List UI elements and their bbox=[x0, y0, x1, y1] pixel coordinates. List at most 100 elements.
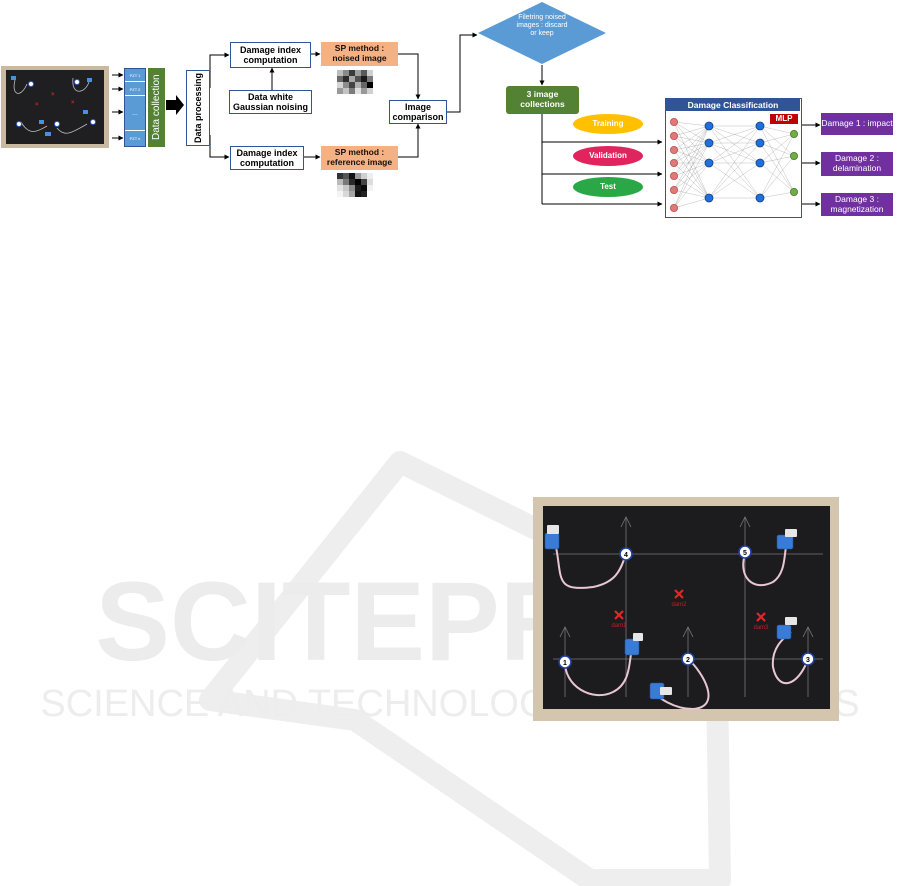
nn-edge bbox=[708, 125, 761, 144]
pzt-label-2: PZT 2 bbox=[125, 83, 145, 96]
damage-mark-label: dam2 bbox=[671, 602, 687, 608]
nn-edge bbox=[673, 125, 710, 209]
nn-edge bbox=[673, 121, 710, 144]
data-collection-label: Data collection bbox=[150, 74, 162, 141]
sensor-number: 3 bbox=[806, 657, 810, 664]
sensor-number: 5 bbox=[743, 550, 747, 557]
svg-text:×: × bbox=[51, 92, 55, 98]
nn-edge bbox=[673, 197, 710, 209]
nn-node bbox=[704, 158, 714, 168]
damage-mark-3: dam3 bbox=[753, 612, 769, 631]
sensor-1: 1 bbox=[558, 655, 572, 669]
nn-edge bbox=[673, 125, 710, 151]
nn-node bbox=[670, 186, 678, 195]
nn-edge bbox=[673, 121, 710, 164]
nn-edge bbox=[759, 142, 795, 157]
nn-edge bbox=[673, 162, 710, 177]
nn-edge bbox=[673, 125, 710, 137]
nn-edge bbox=[759, 125, 795, 135]
nn-node bbox=[755, 138, 765, 148]
reference-image-pixels bbox=[337, 173, 373, 197]
sensor-4: 4 bbox=[619, 547, 633, 561]
sp-reference-box: SP method : reference image bbox=[321, 146, 398, 170]
svg-text:×: × bbox=[35, 102, 39, 108]
nn-edge bbox=[673, 121, 710, 127]
nn-edge bbox=[673, 135, 710, 144]
nn-node bbox=[670, 131, 678, 140]
nn-edge bbox=[759, 133, 795, 199]
plate-photo: 1 2 3 4 5 dam1 dam2 dam3 bbox=[533, 497, 839, 721]
nn-node bbox=[755, 158, 765, 168]
output-damage2-label: Damage 2 : delamination bbox=[832, 153, 882, 173]
data-collection-box: Data collection bbox=[148, 68, 165, 147]
mlp-tag: MLP bbox=[770, 114, 798, 124]
pzt-label-1: PZT 1 bbox=[125, 69, 145, 82]
sensor-number: 2 bbox=[686, 657, 690, 664]
nn-node bbox=[670, 146, 678, 155]
arrow-sp-noised-to-compare bbox=[398, 53, 421, 100]
nn-edge bbox=[673, 149, 710, 199]
arrow-compare-to-filter bbox=[447, 32, 478, 113]
nn-edge bbox=[708, 125, 761, 199]
sp-noised-box: SP method : noised image bbox=[321, 42, 398, 66]
nn-edge bbox=[673, 142, 710, 177]
classification-title: Damage Classification bbox=[666, 99, 800, 111]
nn-node bbox=[755, 193, 765, 203]
nn-node bbox=[704, 138, 714, 148]
nn-edge bbox=[673, 149, 710, 164]
nn-node bbox=[790, 152, 799, 161]
nn-edge bbox=[673, 162, 710, 191]
data-processing-label: Data processing bbox=[192, 72, 203, 144]
filtering-label: Filetring noised images : discard or kee… bbox=[516, 14, 568, 38]
nn-edge bbox=[673, 125, 710, 177]
nn-edge bbox=[708, 162, 761, 199]
output-damage3: Damage 3 : magnetization bbox=[821, 193, 893, 216]
noised-image-pixels bbox=[337, 70, 373, 94]
damage-mark-2: dam2 bbox=[671, 589, 687, 608]
nn-edge bbox=[673, 135, 710, 164]
damage-mark-1: dam1 bbox=[611, 610, 627, 629]
output-damage1-label: Damage 1 : impact bbox=[821, 118, 893, 129]
sensor-3: 3 bbox=[801, 652, 815, 666]
output-damage2: Damage 2 : delamination bbox=[821, 152, 893, 176]
damage-index-bottom-box: Damage index computation bbox=[230, 146, 304, 170]
nn-edge bbox=[708, 142, 761, 164]
nn-edge bbox=[673, 142, 710, 191]
damage-mark-label: dam1 bbox=[611, 623, 627, 629]
sensor-2: 2 bbox=[681, 652, 695, 666]
nn-edge bbox=[759, 125, 795, 193]
data-processing-box: Data processing bbox=[186, 70, 210, 146]
damage-mark-label: dam3 bbox=[753, 625, 769, 631]
arrow-to-noising bbox=[209, 52, 230, 88]
nn-edge bbox=[708, 142, 761, 199]
filtering-diamond bbox=[478, 2, 606, 64]
nn-edge bbox=[759, 133, 795, 144]
test-pill: Test bbox=[573, 177, 643, 197]
nn-node bbox=[704, 193, 714, 203]
neural-network bbox=[670, 118, 799, 213]
thumbnail-photo: ××× bbox=[1, 66, 109, 148]
pzt-column: PZT 1 PZT 2 … PZT n bbox=[124, 68, 146, 147]
nn-edge bbox=[673, 142, 710, 209]
nn-edge bbox=[673, 162, 710, 199]
nn-node bbox=[670, 159, 678, 168]
nn-node bbox=[670, 118, 678, 126]
nn-edge bbox=[759, 133, 795, 164]
nn-edge bbox=[673, 142, 710, 164]
nn-edge bbox=[759, 155, 795, 199]
nn-edge bbox=[708, 125, 761, 164]
nn-edge bbox=[759, 155, 795, 164]
fat-arrow bbox=[166, 95, 184, 115]
pzt-label-n: PZT n bbox=[129, 136, 141, 141]
nn-edge bbox=[673, 142, 710, 151]
nn-edge bbox=[673, 125, 710, 164]
sensor-5: 5 bbox=[738, 545, 752, 559]
nn-edge bbox=[759, 191, 795, 199]
nn-node bbox=[704, 121, 714, 131]
nn-edge bbox=[673, 125, 710, 191]
nn-edge bbox=[673, 189, 710, 199]
image-comparison-box: Image comparison bbox=[389, 100, 447, 124]
training-pill: Training bbox=[573, 114, 643, 134]
nn-node bbox=[670, 172, 678, 181]
nn-edge bbox=[759, 142, 795, 193]
